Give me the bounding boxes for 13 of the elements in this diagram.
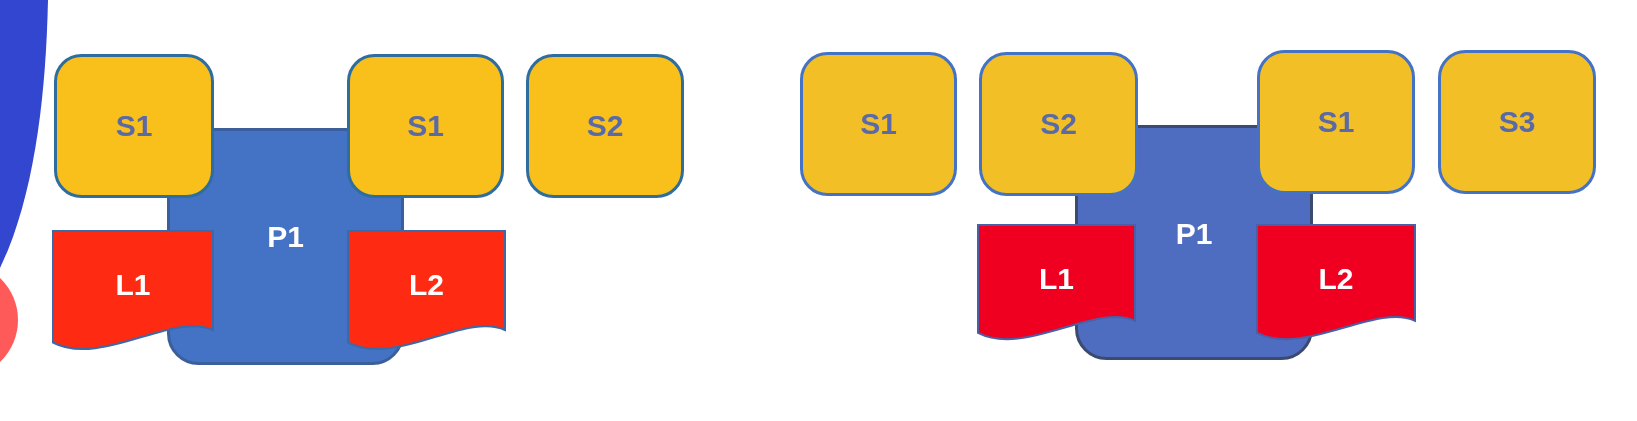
node-label: S3 xyxy=(1498,105,1536,139)
node-label: S1 xyxy=(407,109,444,143)
node-label: S1 xyxy=(860,107,897,141)
node-label: S1 xyxy=(115,109,153,143)
node-label: L1 xyxy=(1039,262,1074,296)
node-label: L2 xyxy=(1318,262,1354,296)
node-label: S2 xyxy=(586,109,624,143)
node-label: S1 xyxy=(1317,105,1355,139)
node-label: L1 xyxy=(115,268,151,302)
node-label: P1 xyxy=(267,220,304,254)
node-label: S2 xyxy=(1040,107,1077,141)
node-label: L2 xyxy=(409,268,444,302)
node-label: P1 xyxy=(1175,217,1213,251)
